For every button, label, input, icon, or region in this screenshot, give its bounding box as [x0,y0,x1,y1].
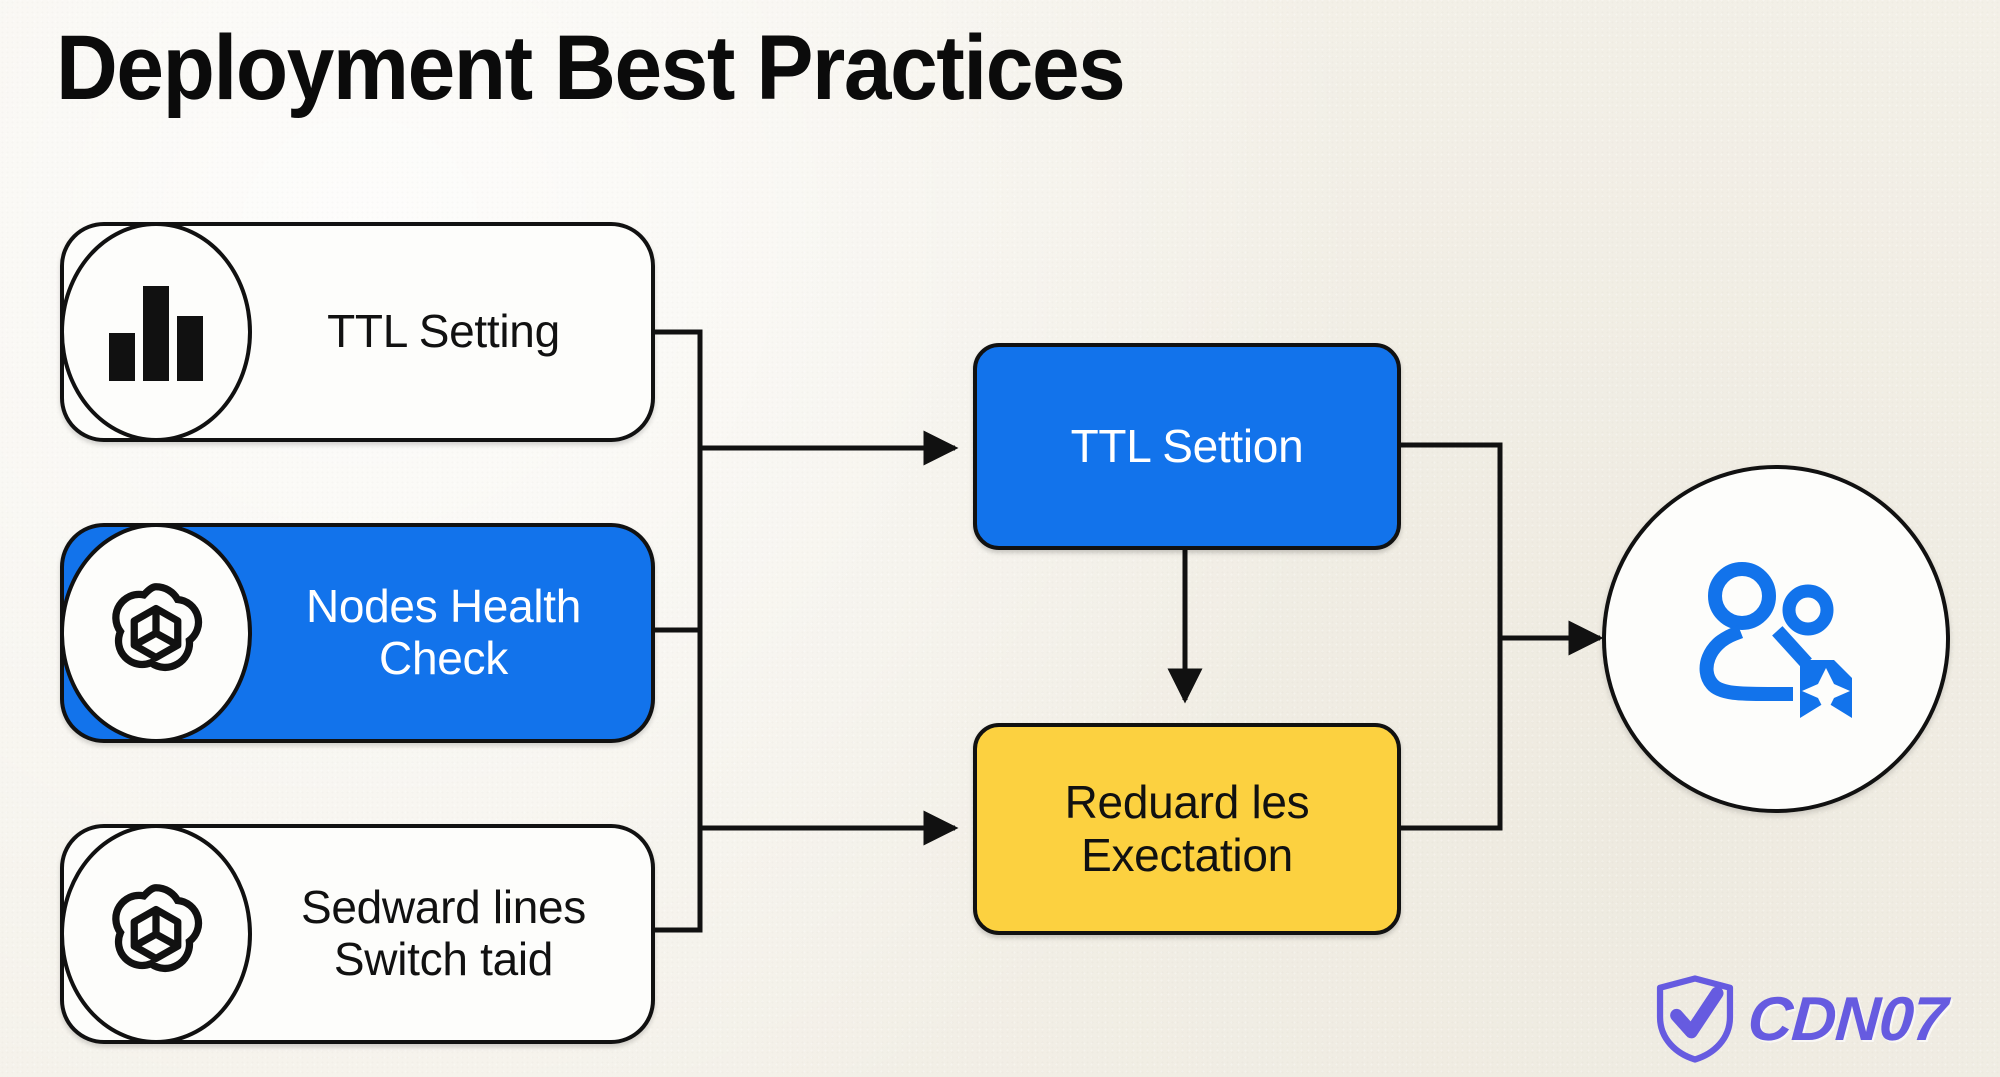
card-icon-badge [60,222,252,442]
users-sparkle-icon [1699,562,1852,718]
openai-knot-icon [112,884,203,973]
process-box-ttl-settion[interactable]: TTL Settion [973,343,1401,550]
outcome-node[interactable] [1602,465,1950,813]
card-icon-badge [60,824,252,1044]
wire-reduard-to-outcome [1400,638,1503,831]
wire-card3-to-trunk [655,828,703,933]
card-icon-badge [60,523,252,743]
input-card-label: TTL Setting [327,305,560,358]
shield-check-icon [1656,975,1733,1063]
openai-knot-icon [112,583,203,672]
input-card-nodes-health-check[interactable]: Nodes Health Check [60,523,655,743]
bar-chart-icon [109,286,203,381]
wire-card1-to-trunk [655,329,703,448]
watermark-text: CDN07 [1745,984,1949,1054]
wire-ttl-settion-to-outcome [1400,442,1503,638]
input-card-label: Nodes Health Check [305,580,582,684]
input-card-sedward-lines-switch-taid[interactable]: Sedward lines Switch taid [60,824,655,1044]
input-card-ttl-setting[interactable]: TTL Setting [60,222,655,442]
process-box-reduard-les-exectation[interactable]: Reduard les Exectation [973,723,1401,935]
page-title: Deployment Best Practices [56,17,1126,119]
input-card-label: Sedward lines Switch taid [300,881,587,985]
watermark: CDN07 [1652,973,1949,1065]
